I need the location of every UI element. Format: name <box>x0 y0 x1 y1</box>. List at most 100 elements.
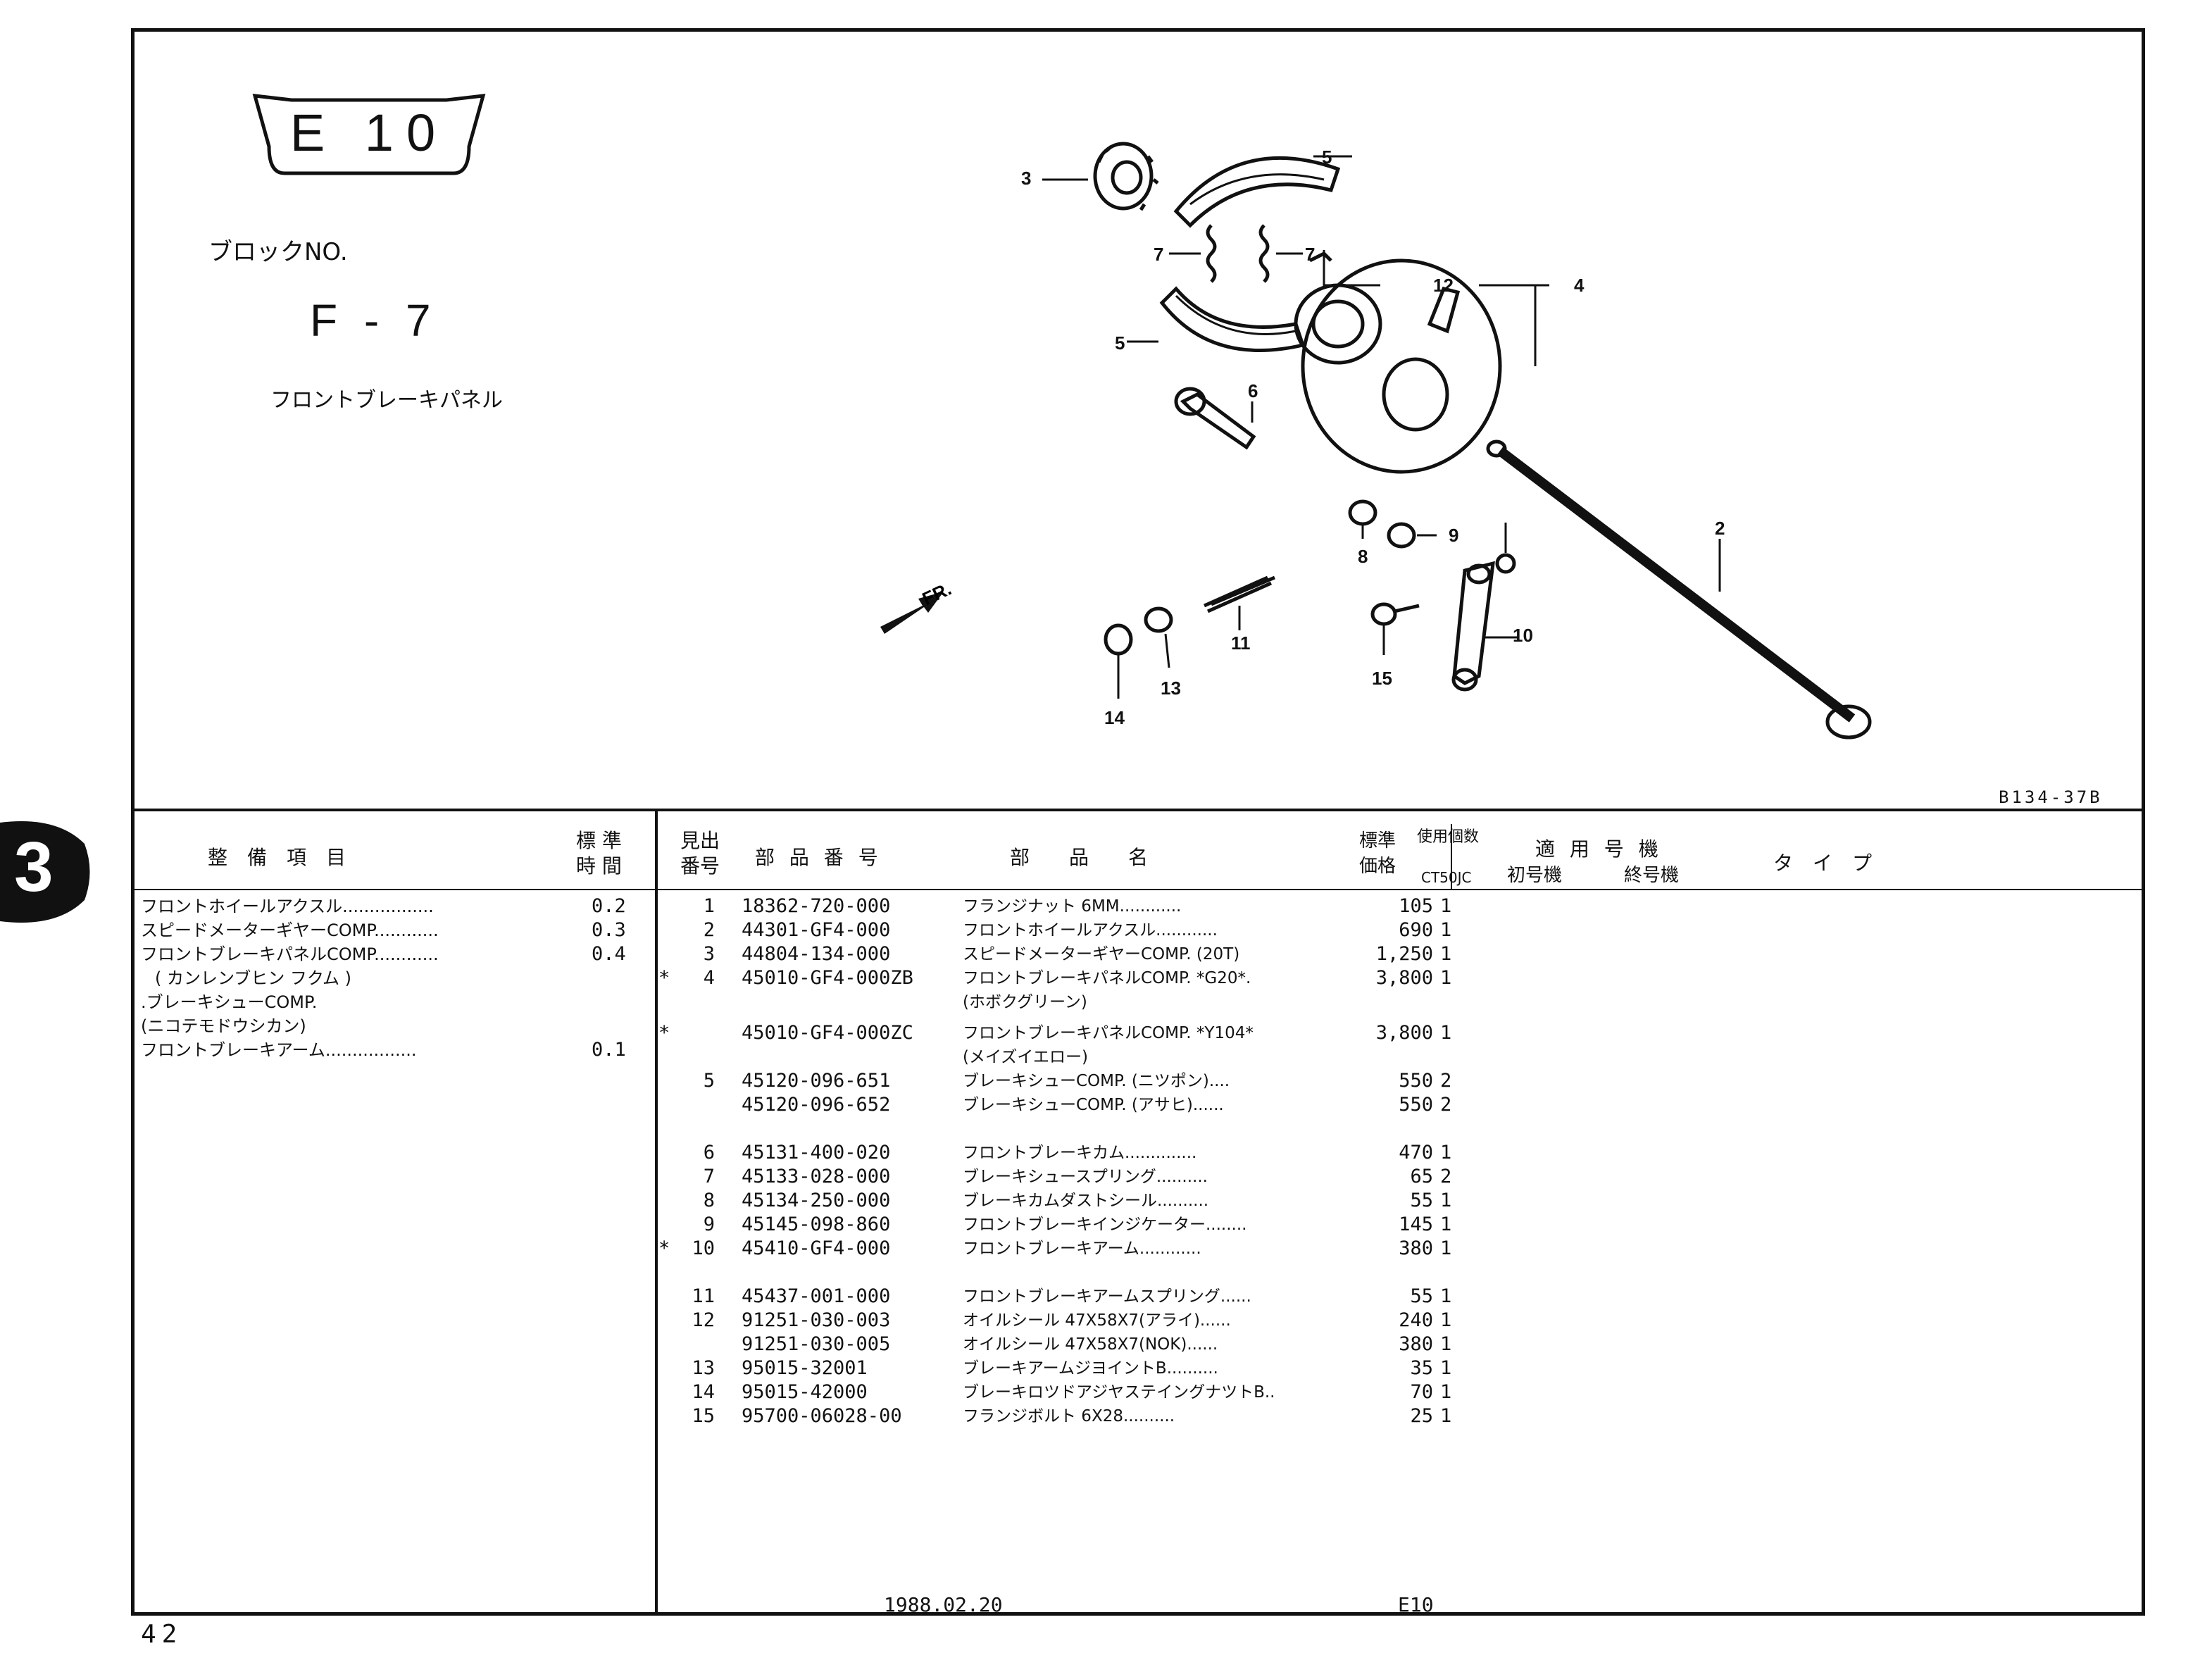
part-name: フロントホイールアクスル............ <box>963 921 1218 940</box>
part-ref-no: 7 <box>703 1166 715 1187</box>
adjusting-nut-part <box>1104 623 1133 699</box>
diagram-ref: B134-37B <box>1999 787 2103 807</box>
brake-shoe-lower-part <box>1127 286 1306 352</box>
callout-8: 8 <box>1358 546 1368 567</box>
service-time: 0.2 <box>592 895 626 917</box>
qty-divider <box>1451 824 1452 889</box>
section-tab-shape-icon <box>0 821 90 923</box>
part-number: 45010-GF4-000ZB <box>742 967 913 989</box>
part-number: 45010-GF4-000ZC <box>742 1022 913 1044</box>
part-qty: 1 <box>1440 1309 1452 1331</box>
part-mark: * <box>658 1022 670 1044</box>
callout-5-lower: 5 <box>1115 332 1125 354</box>
diagram-divider <box>131 809 2145 811</box>
part-ref-no: 13 <box>692 1357 715 1379</box>
part-ref-no: 12 <box>692 1309 715 1331</box>
dust-seal-part <box>1348 499 1377 539</box>
front-direction-arrow-icon <box>880 592 944 634</box>
part-name: フロントブレーキカム.............. <box>963 1144 1197 1162</box>
header-last-frame: 終号機 <box>1624 865 1680 886</box>
part-number: 45145-098-860 <box>742 1214 891 1235</box>
part-qty: 1 <box>1440 1214 1452 1235</box>
part-qty: 2 <box>1440 1070 1452 1092</box>
service-time: 0.1 <box>592 1039 626 1061</box>
part-name: スピードメーターギヤーCOMP. (20T) <box>963 945 1240 963</box>
part-number: 45410-GF4-000 <box>742 1237 891 1259</box>
part-ref-no: 11 <box>692 1285 715 1307</box>
part-name: ブレーキシュースプリング.......... <box>963 1168 1208 1186</box>
callout-3: 3 <box>1021 168 1032 189</box>
part-ref-no: 6 <box>703 1142 715 1163</box>
speedometer-gear-part <box>1042 142 1159 211</box>
part-number: 91251-030-003 <box>742 1309 891 1331</box>
service-item: フロントホイールアクスル................. <box>141 897 434 916</box>
header-ref-no: 見出 番号 <box>680 829 720 878</box>
part-name: ブレーキアームジヨイントB.......... <box>963 1359 1218 1378</box>
header-service-item: 整 備 項 目 <box>208 846 346 869</box>
part-price: 3,800 <box>1375 1022 1433 1044</box>
part-number: 44804-134-000 <box>742 943 891 965</box>
part-number: 45120-096-652 <box>742 1094 891 1116</box>
part-price: 105 <box>1399 895 1433 917</box>
callout-10: 10 <box>1513 625 1533 646</box>
part-name: ブレーキカムダストシール.......... <box>963 1192 1209 1210</box>
brake-arm-part <box>1451 523 1518 692</box>
header-applicable: 適 用 号 機 <box>1535 837 1663 861</box>
part-mark: * <box>658 967 670 989</box>
part-price: 145 <box>1399 1214 1433 1235</box>
service-item: ( カンレンブヒン フクム ) <box>155 968 351 988</box>
callout-12: 12 <box>1433 275 1454 296</box>
part-number: 95015-32001 <box>742 1357 868 1379</box>
part-name: フロントブレーキアーム............ <box>963 1240 1201 1258</box>
part-name: ブレーキシューCOMP. (アサヒ)...... <box>963 1096 1224 1114</box>
callout-11: 11 <box>1231 632 1251 654</box>
part-name: フロントブレーキアームスプリング...... <box>963 1287 1251 1306</box>
callout-7-left: 7 <box>1154 244 1164 265</box>
part-price: 240 <box>1399 1309 1433 1331</box>
block-badge-label: E 10 <box>289 104 449 162</box>
part-name: フロントブレーキパネルCOMP. *G20*. <box>963 969 1251 987</box>
part-name: オイルシール 47X58X7(アライ)...... <box>963 1311 1231 1330</box>
service-item: フロントブレーキパネルCOMP............ <box>141 944 439 964</box>
part-number: 18362-720-000 <box>742 895 891 917</box>
table-column-divider <box>655 809 658 1616</box>
part-qty: 1 <box>1440 1190 1452 1211</box>
callout-14: 14 <box>1104 707 1125 728</box>
part-number: 45134-250-000 <box>742 1190 891 1211</box>
callout-13: 13 <box>1161 678 1181 699</box>
part-number: 95015-42000 <box>742 1381 868 1403</box>
part-price: 25 <box>1410 1405 1433 1427</box>
header-first-frame: 初号機 <box>1507 865 1563 886</box>
part-price: 70 <box>1410 1381 1433 1403</box>
brake-arm-joint-part <box>1144 606 1173 668</box>
part-name: フロントブレーキインジケーター........ <box>963 1216 1247 1234</box>
footer-code: E10 <box>1398 1593 1434 1616</box>
part-qty: 2 <box>1440 1094 1452 1116</box>
callout-2: 2 <box>1715 518 1725 539</box>
part-ref-no: 4 <box>703 967 715 989</box>
footer-date: 1988.02.20 <box>884 1593 1003 1616</box>
part-number: 91251-030-005 <box>742 1333 891 1355</box>
header-std-time: 標 準 時 間 <box>576 829 622 878</box>
part-number: 45131-400-020 <box>742 1142 891 1163</box>
part-number: 95700-06028-00 <box>742 1405 902 1427</box>
part-price: 1,250 <box>1375 943 1433 965</box>
part-ref-no: 2 <box>703 919 715 941</box>
part-price: 3,800 <box>1375 967 1433 989</box>
flange-bolt-part <box>1370 602 1420 655</box>
part-qty: 1 <box>1440 967 1452 989</box>
block-code: F - 7 <box>310 295 438 346</box>
part-price: 690 <box>1399 919 1433 941</box>
part-ref-no: 15 <box>692 1405 715 1427</box>
brake-panel-part <box>1294 250 1549 474</box>
part-number: 44301-GF4-000 <box>742 919 891 941</box>
part-name: オイルシール 47X58X7(NOK)...... <box>963 1335 1218 1354</box>
callout-9: 9 <box>1449 525 1459 546</box>
part-name: ブレーキシューCOMP. (ニツポン).... <box>963 1072 1230 1090</box>
header-qty: 使用個数 <box>1417 828 1480 846</box>
part-qty: 1 <box>1440 895 1452 917</box>
part-qty: 1 <box>1440 919 1452 941</box>
exploded-parts-diagram: FR. <box>880 142 1872 740</box>
part-price: 35 <box>1410 1357 1433 1379</box>
